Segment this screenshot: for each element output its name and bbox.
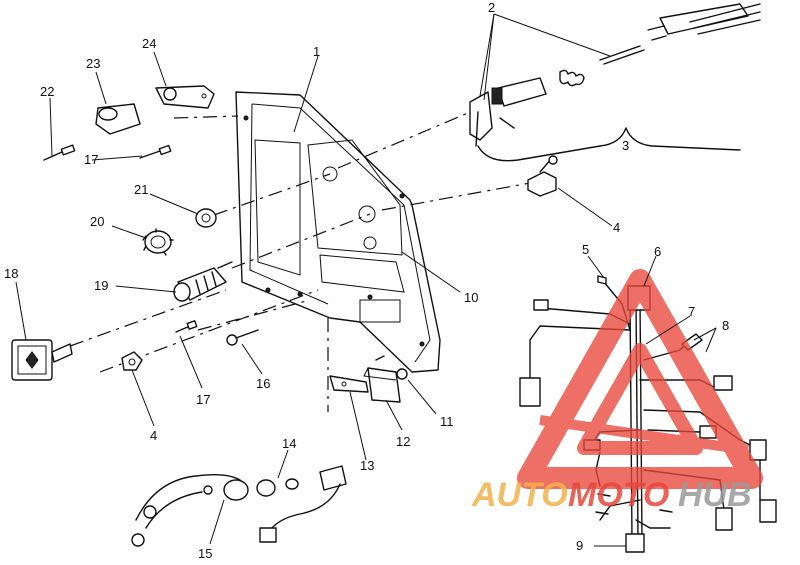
callout-23: 23 [86,56,100,71]
mounting-panel [235,91,441,412]
lower-brackets [329,355,408,403]
callout-8: 8 [722,318,729,333]
leader-lines [15,13,717,547]
watermark-text-hub: HUB [678,476,752,514]
callout-2: 2 [488,0,495,15]
watermark-text-auto: AUTO [471,476,568,514]
watermark-logo [517,269,763,489]
callout-14: 14 [282,436,296,451]
callout-10: 10 [464,290,478,305]
callout-1: 1 [313,44,320,59]
upper-left-hardware [43,85,215,161]
callout-13: 13 [360,458,374,473]
callout-22: 22 [40,84,54,99]
callout-20: 20 [90,214,104,229]
callout-9: 9 [576,538,583,553]
lower-wire-assembly [131,465,347,547]
nut-and-washer [142,208,217,256]
watermark-text-moto: MOTO [568,476,669,514]
callout-18: 18 [4,266,18,281]
key-switch [173,261,233,302]
watermark-text: AUTO MOTO HUB [471,476,752,514]
callout-7: 7 [688,304,695,319]
toggle-switch [527,155,558,197]
callout-15: 15 [198,546,212,560]
callout-24: 24 [142,36,156,51]
ignition-assembly-top [469,3,761,162]
callout-5: 5 [582,242,589,257]
callout-12: 12 [396,434,410,449]
lower-left-hardware [121,320,259,371]
callout-17-upper: 17 [84,152,98,167]
callout-4-upper: 4 [613,220,620,235]
callout-4-lower: 4 [150,428,157,443]
callout-labels: 1 2 3 4 4 5 6 7 8 9 10 11 12 13 14 15 16… [4,0,729,561]
ignition-key [11,339,73,381]
callout-19: 19 [94,278,108,293]
callout-6: 6 [654,244,661,259]
callout-17-lower: 17 [196,392,210,407]
callout-16: 16 [256,376,270,391]
callout-3: 3 [622,138,629,153]
callout-11: 11 [440,414,454,429]
callout-21: 21 [134,182,148,197]
